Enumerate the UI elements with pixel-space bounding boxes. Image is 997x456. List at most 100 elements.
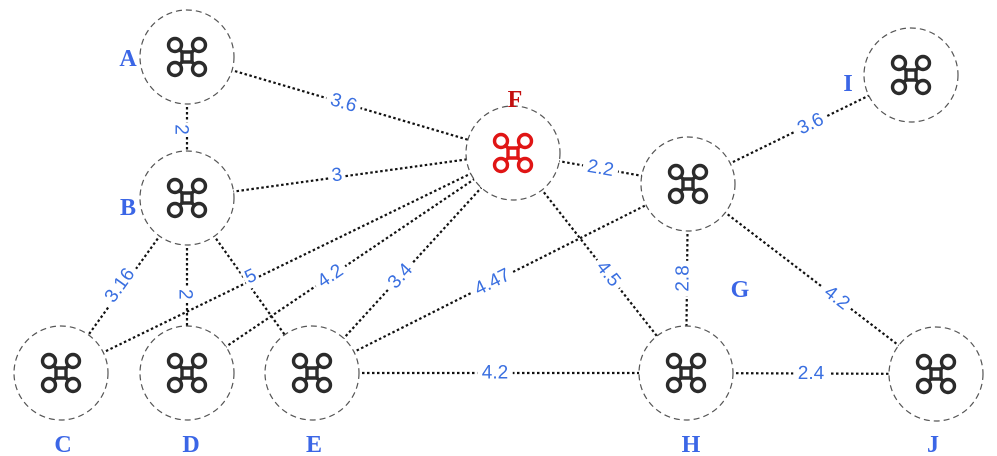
edge-label-group: 4.2 xyxy=(309,257,352,296)
edge-weight-label: 2 xyxy=(171,124,192,135)
rotor-ring xyxy=(291,352,309,370)
edge-a-f xyxy=(186,55,514,155)
drone-arms xyxy=(51,363,71,383)
edge-label-group: 2.4 xyxy=(793,362,829,385)
rotor-ring xyxy=(190,177,208,195)
edge-label-group: 2.2 xyxy=(581,154,620,183)
edge-label-background xyxy=(309,257,352,296)
edge-label-background xyxy=(789,106,832,142)
node-h: H xyxy=(638,325,734,456)
drone-body xyxy=(180,191,194,205)
node-j: J xyxy=(888,326,984,456)
edge-weight-label: 4.2 xyxy=(482,363,508,384)
drone-arms xyxy=(503,143,523,163)
node-circle xyxy=(640,136,736,232)
rotor-ring xyxy=(890,54,908,72)
edge-label-background xyxy=(380,255,421,297)
drone-icon xyxy=(40,352,82,394)
drone-icon xyxy=(166,352,208,394)
node-circle xyxy=(863,27,959,123)
edge-label-background xyxy=(466,262,518,303)
edge-label-group: 4.2 xyxy=(477,362,513,384)
rotor-ring xyxy=(190,60,208,78)
edge-d-f xyxy=(186,152,514,374)
edge-label-group: 2 xyxy=(174,287,196,302)
rotor-ring xyxy=(691,163,709,181)
edge-label-group: 4.2 xyxy=(816,278,858,318)
node-label-i: I xyxy=(843,71,852,97)
drone-body xyxy=(180,50,194,64)
rotor-ring xyxy=(915,377,933,395)
node-g: G xyxy=(640,136,750,303)
node-b: B xyxy=(120,150,235,246)
edge-label-group: 4.47 xyxy=(466,262,518,303)
edge-label-background xyxy=(588,253,628,295)
node-label-h: H xyxy=(682,432,701,456)
edge-b-f xyxy=(186,151,514,200)
node-circle xyxy=(638,325,734,421)
rotor-ring xyxy=(939,353,957,371)
node-label-j: J xyxy=(927,432,939,456)
drone-arms xyxy=(676,363,696,383)
drone-arms xyxy=(302,363,322,383)
rotor-ring xyxy=(890,78,908,96)
drone-body xyxy=(929,367,943,381)
edge-label-group: 5 xyxy=(239,263,263,290)
drone-arms xyxy=(926,364,946,384)
drone-icon xyxy=(665,352,707,394)
drone-icon xyxy=(667,163,709,205)
rotor-ring xyxy=(939,377,957,395)
drone-arms xyxy=(177,47,197,67)
drone-icon xyxy=(166,177,208,219)
node-f: F xyxy=(465,87,561,201)
node-label-a: A xyxy=(119,46,137,72)
drone-icon xyxy=(492,132,534,174)
edge-weight-label: 3 xyxy=(330,164,343,186)
drone-body xyxy=(679,366,693,380)
rotor-ring xyxy=(665,376,683,394)
drone-arms xyxy=(678,174,698,194)
edge-label-background xyxy=(793,362,829,385)
node-circle xyxy=(139,325,235,421)
edge-label-background xyxy=(323,87,364,119)
drone-icon xyxy=(166,36,208,78)
rotor-ring xyxy=(166,177,184,195)
edge-label-background xyxy=(671,260,695,297)
edge-label-background xyxy=(174,287,196,302)
rotor-ring xyxy=(665,352,683,370)
drone-body xyxy=(681,177,695,191)
rotor-ring xyxy=(40,376,58,394)
drone-arms xyxy=(901,65,921,85)
node-label-f: F xyxy=(508,87,523,113)
node-a: A xyxy=(119,9,235,105)
rotor-ring xyxy=(914,54,932,72)
edge-g-j xyxy=(687,183,937,375)
edge-label-background xyxy=(477,362,513,384)
drone-body xyxy=(305,366,319,380)
rotor-ring xyxy=(915,353,933,371)
rotor-ring xyxy=(166,60,184,78)
edge-label-group: 3.6 xyxy=(323,87,364,119)
node-i: I xyxy=(843,27,959,123)
rotor-ring xyxy=(291,376,309,394)
rotor-ring xyxy=(166,376,184,394)
drone-icon xyxy=(291,352,333,394)
rotor-ring xyxy=(166,36,184,54)
edge-label-background xyxy=(239,263,263,290)
rotor-ring xyxy=(40,352,58,370)
edge-label-background xyxy=(581,154,620,183)
drone-arms xyxy=(177,363,197,383)
edge-label-group: 3.6 xyxy=(789,106,832,142)
rotor-ring xyxy=(64,376,82,394)
node-circle xyxy=(264,325,360,421)
edge-weight-label: 2.8 xyxy=(672,265,693,292)
node-circle xyxy=(888,326,984,422)
drone-icon xyxy=(915,353,957,395)
edge-c-f xyxy=(60,152,514,374)
rotor-ring xyxy=(691,187,709,205)
drone-icon xyxy=(890,54,932,96)
edge-label-background xyxy=(816,278,858,318)
rotor-ring xyxy=(64,352,82,370)
